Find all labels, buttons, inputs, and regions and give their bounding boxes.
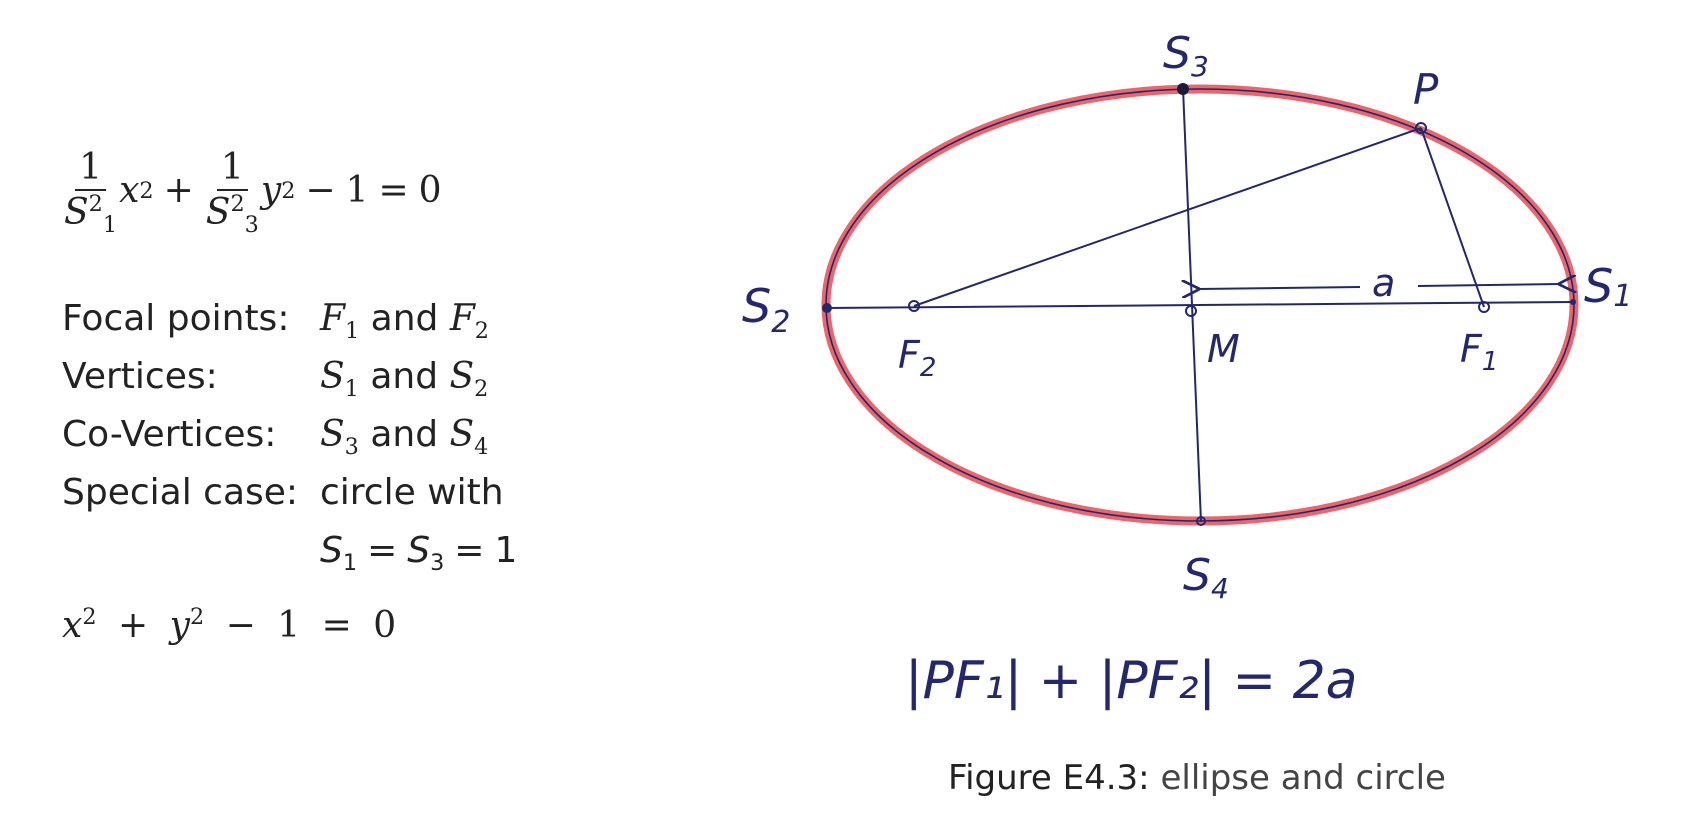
major-axis [825,301,1575,309]
fraction-2: 1 S23 [205,147,259,239]
label-s4: S4 [1183,550,1229,605]
point-f2 [908,300,920,312]
figure-caption: Figure E4.3: ellipse and circle [948,758,1446,798]
semi-major-arrow-left [1198,287,1361,289]
property-label: Co-Vertices: [62,414,277,455]
focal-distance-formula: |PF₁| + |PF₂| = 2a [905,651,1358,711]
label-m: M [1207,327,1240,371]
point-p [1415,122,1427,134]
point-m [1185,305,1197,317]
property-row-co-vertices: Co-Vertices: S3 and S4 [62,406,517,464]
segment-p-f1 [1420,127,1485,308]
segment-p-f2 [913,127,1422,307]
point-s4 [1196,516,1206,526]
label-a: a [1372,261,1395,305]
special-case-equation: S1=S3=1 [320,530,518,577]
property-row-vertices: Vertices: S1 and S2 [62,348,517,406]
label-f1: F1 [1460,327,1498,377]
fraction-1: 1 S21 [64,147,118,239]
semi-major-arrow-right [1417,284,1560,286]
minor-axis [1182,87,1202,523]
label-f2: F2 [898,333,936,383]
property-label: Focal points: [62,298,290,339]
property-label: Vertices: [62,356,218,397]
label-s1: S1 [1584,259,1632,314]
property-label: Special case: [62,472,299,513]
property-row-special-case: Special case: circle with [62,464,517,522]
label-s3: S3 [1163,28,1209,83]
ellipse-properties: Focal points: F1 and F2 Vertices: S1 and… [62,290,517,580]
point-s3 [1177,83,1189,95]
caption-text: ellipse and circle [1160,758,1446,798]
caption-label: Figure E4.3: [948,758,1150,798]
point-s2 [822,303,832,313]
label-p: P [1413,65,1439,114]
property-row-focal-points: Focal points: F1 and F2 [62,290,517,348]
point-f1 [1478,301,1490,313]
circle-equation: x2 + y2 − 1 = 0 [62,604,397,646]
label-s2: S2 [742,279,790,340]
point-s1 [1570,299,1576,305]
